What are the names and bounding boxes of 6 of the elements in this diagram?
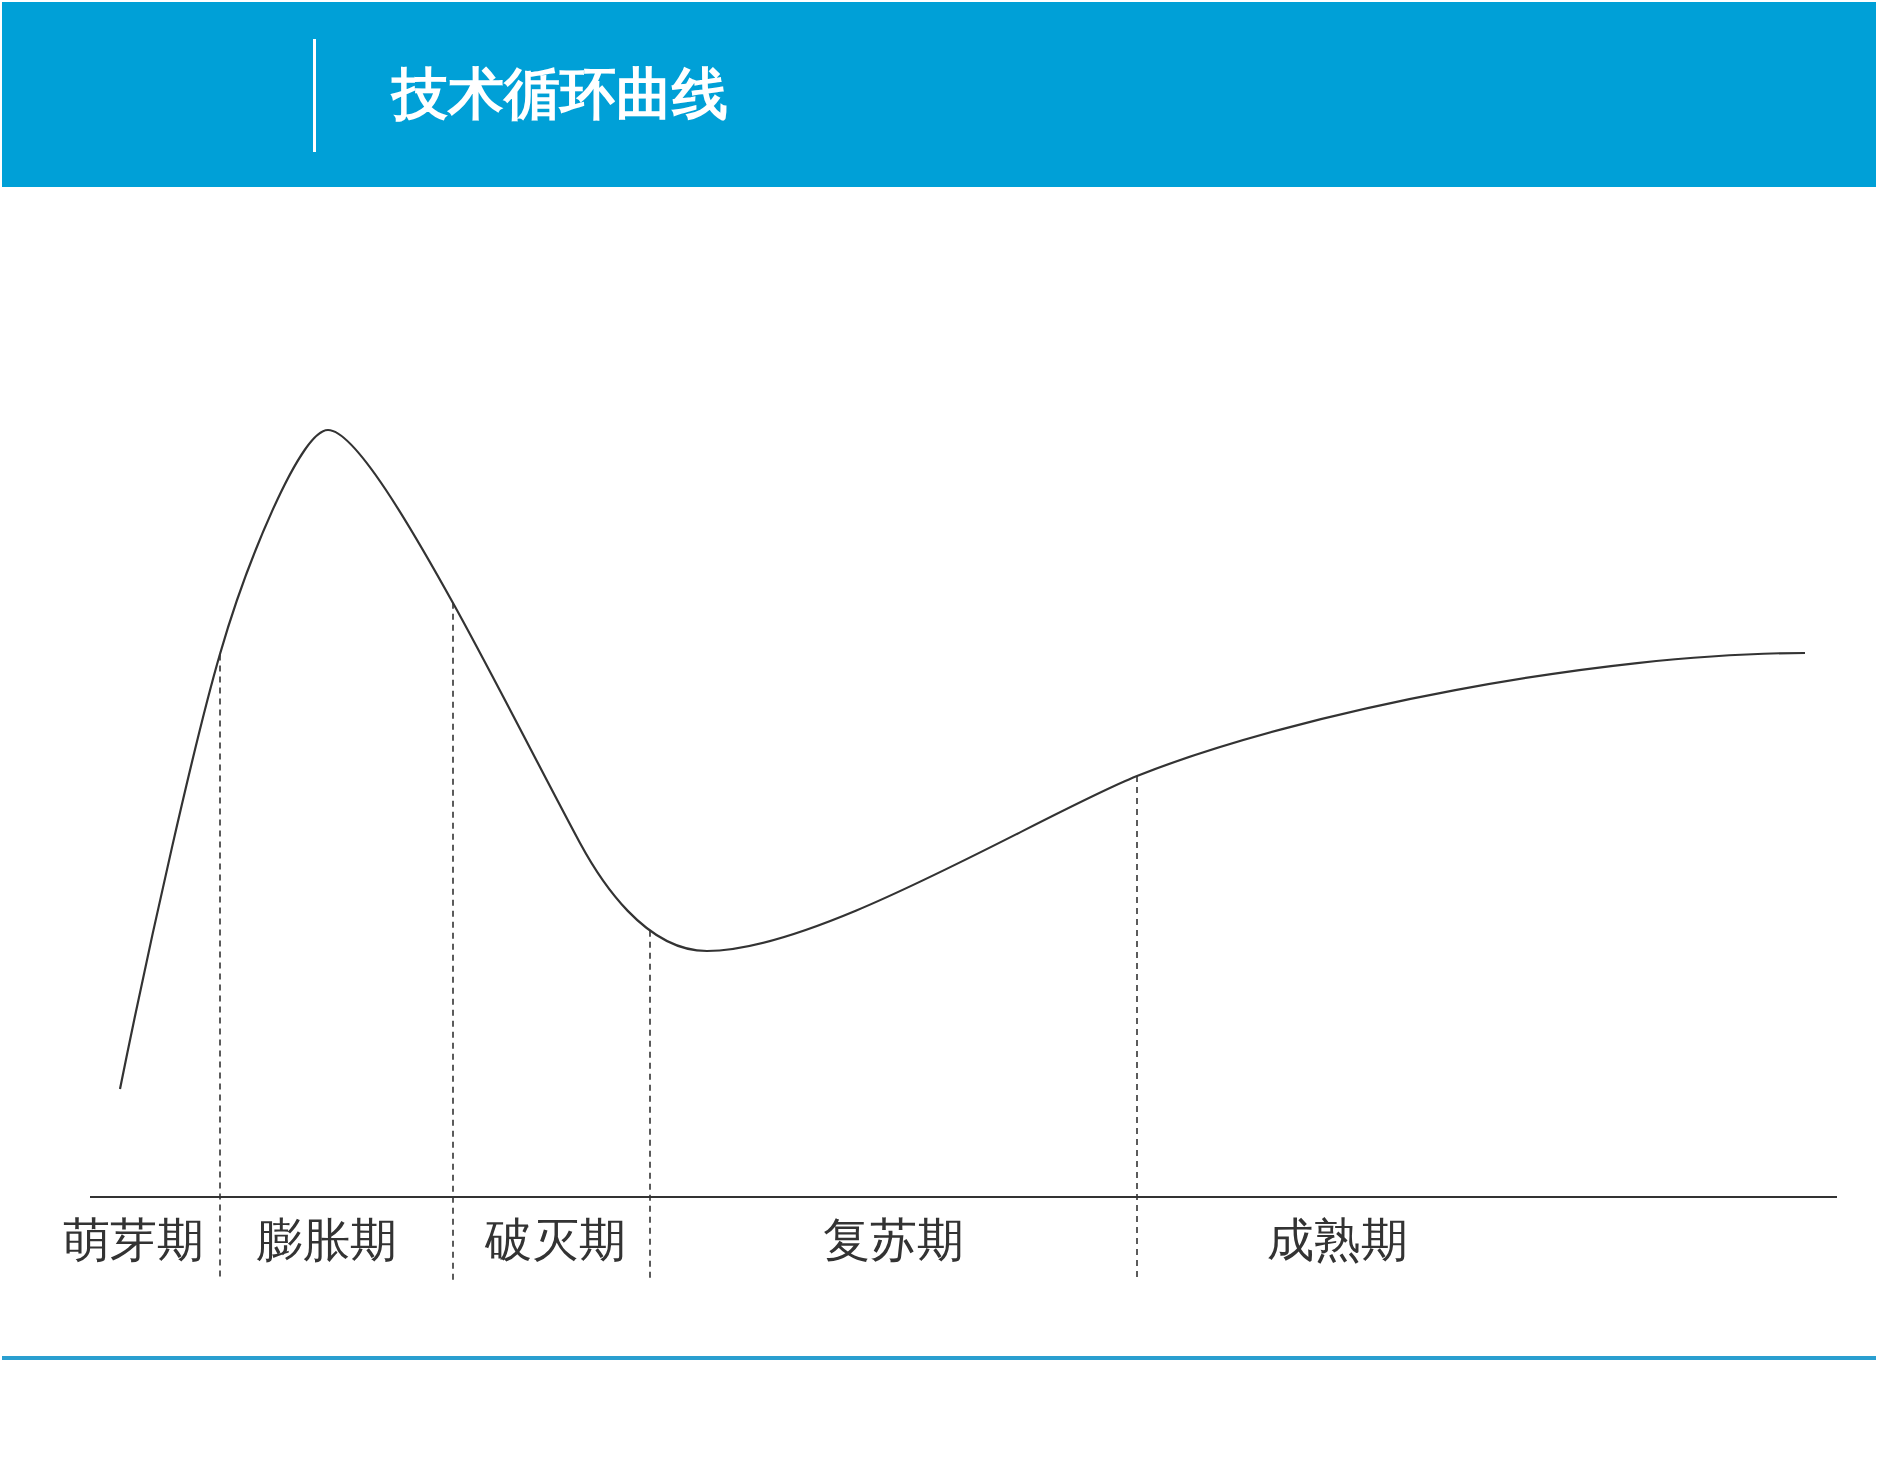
phase-label: 成熟期: [1266, 1212, 1408, 1268]
phase-label: 膨胀期: [255, 1212, 397, 1268]
phase-label: 萌芽期: [62, 1212, 204, 1268]
phase-label: 复苏期: [822, 1212, 964, 1268]
title: 技术循环曲线: [392, 60, 728, 128]
phase-label: 破灭期: [484, 1212, 626, 1268]
